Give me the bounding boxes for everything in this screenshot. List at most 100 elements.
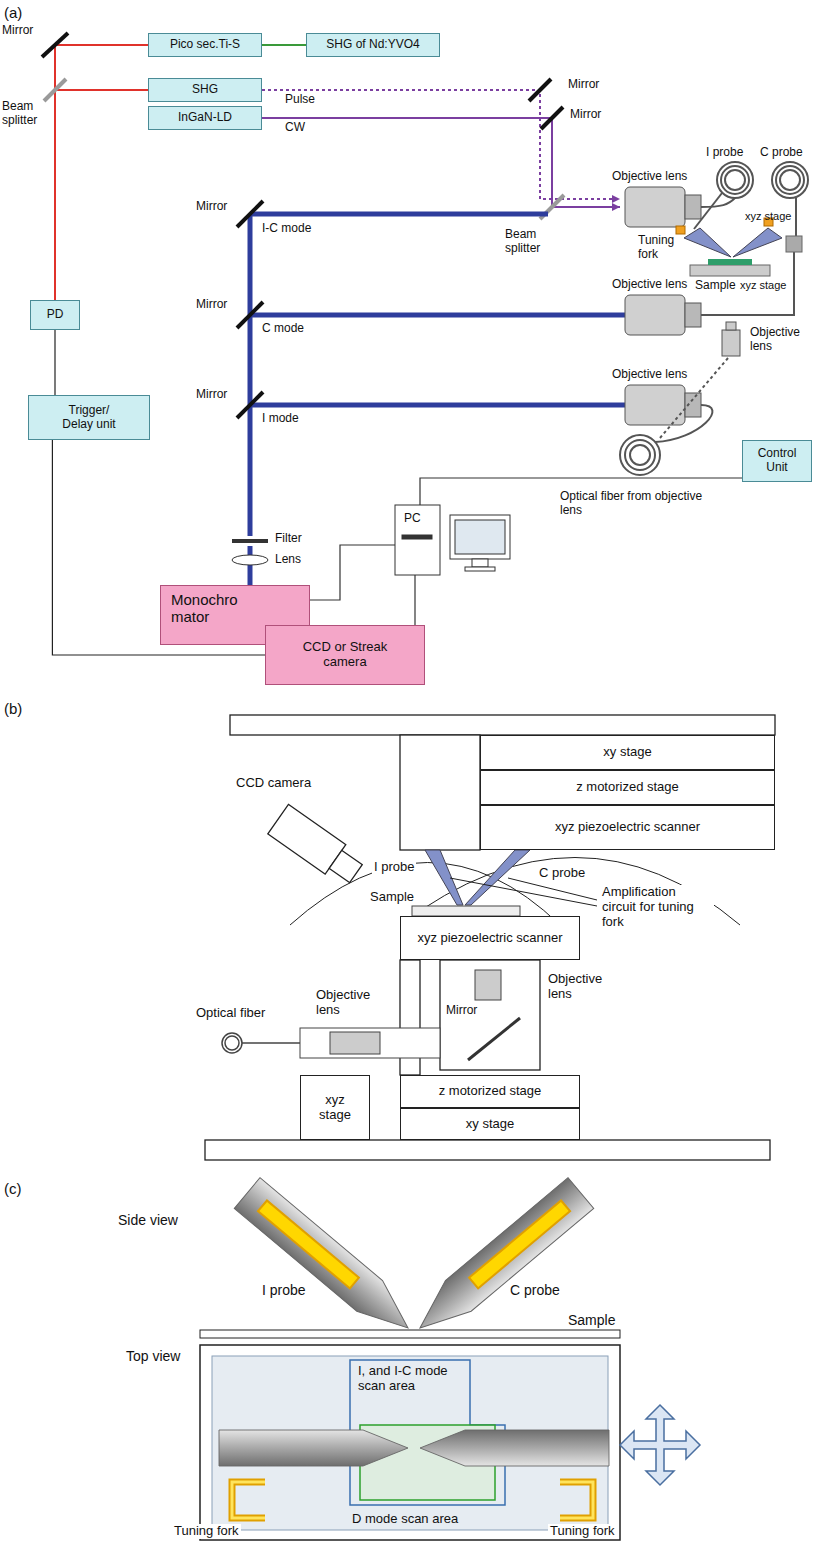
- probe-top-view: [420, 1430, 609, 1466]
- red-beam: [55, 45, 148, 300]
- green-beam: [262, 44, 306, 46]
- panel-letter: (b): [4, 700, 22, 717]
- box-text: xyz piezoelectric scanner: [417, 931, 562, 946]
- mirror-symbol: [237, 201, 263, 418]
- computer-icon: [472, 559, 488, 567]
- part-label: Sample: [695, 279, 736, 293]
- part-label: I probe: [262, 1282, 306, 1298]
- beam-splitter-symbol: [44, 79, 66, 101]
- signal-beam: [248, 214, 253, 536]
- tuning-fork-symbol: [232, 1482, 265, 1518]
- probe-top-view: [219, 1430, 408, 1466]
- red-beam: [55, 89, 148, 91]
- microscope-frame: [230, 715, 775, 735]
- objective-lens: [300, 970, 501, 1058]
- box-text: xy stage: [603, 745, 651, 760]
- objective-lens: [300, 1028, 440, 1058]
- mirror-symbol: [237, 392, 263, 418]
- panel-letter: (c): [4, 1180, 22, 1197]
- part-label: Mirror: [2, 24, 33, 38]
- top-view-frame: [200, 1345, 620, 1540]
- probe-top-view: [219, 1430, 408, 1466]
- part-label: Amplification circuit for tuning fork: [600, 885, 714, 930]
- mirror-symbol: [529, 79, 551, 101]
- stage-box: xy stage: [480, 735, 775, 770]
- part-label: Objective lens: [612, 170, 687, 184]
- part-label: D mode scan area: [352, 1512, 458, 1527]
- box-text: SHG of Nd:YVO4: [326, 38, 419, 52]
- part-label: Mirror: [196, 200, 227, 214]
- box-text: SHG: [192, 83, 218, 97]
- part-label: Tuning fork: [172, 1524, 241, 1539]
- pulse-beam: [262, 118, 620, 207]
- optical-fiber: [625, 440, 655, 470]
- lens-symbol: [232, 555, 268, 565]
- computer-icon: [450, 515, 510, 559]
- mirror-symbol: [468, 1018, 520, 1060]
- computer-icon: [455, 520, 505, 554]
- signal-beam: [250, 313, 625, 318]
- probe-side-view: [234, 1178, 421, 1344]
- objective-lens: [726, 322, 736, 330]
- part-label: Objective lens: [612, 368, 687, 382]
- part-label: Objective lens: [750, 326, 812, 354]
- part-label: Pulse: [285, 93, 315, 107]
- optical-fiber: [795, 198, 797, 236]
- optical-fiber: [780, 170, 800, 190]
- tuning-fork-symbol: [232, 1482, 265, 1518]
- objective-lens: [685, 195, 701, 219]
- sample-symbol: [708, 259, 752, 265]
- part-label: Mirror: [446, 1004, 477, 1018]
- stage-box: xy stage: [400, 1108, 580, 1140]
- probe-side-view: [407, 1178, 594, 1344]
- probe-side-view: [258, 1201, 359, 1289]
- objective-lens: [475, 970, 501, 1000]
- leader-line: [508, 878, 597, 900]
- objective-lens: [625, 187, 701, 425]
- mirror-symbol: [237, 302, 263, 328]
- probe-symbol: [465, 850, 530, 905]
- computer-icon: [402, 535, 432, 539]
- mirror-symbol: [42, 33, 68, 57]
- probe-symbol: [425, 850, 463, 905]
- box-text: Control Unit: [747, 447, 807, 475]
- part-label: C probe: [537, 866, 587, 881]
- red-beam: [54, 45, 56, 300]
- computer-icon: [395, 505, 440, 575]
- scanner-box: xyz piezoelectric scanner: [400, 916, 580, 960]
- signal-beam: [250, 214, 625, 585]
- box-text: xyz stage: [310, 1093, 360, 1123]
- tuning-fork-symbol: [560, 1482, 593, 1518]
- objective-lens: [625, 187, 685, 227]
- part-label: Objective lens: [548, 972, 610, 1002]
- trigger-box: Trigger/ Delay unit: [28, 395, 150, 440]
- part-label: Optical fiber from objective lens: [560, 490, 710, 518]
- signal-wire: [310, 478, 742, 625]
- part-label: I probe: [372, 860, 416, 875]
- part-label: Sample: [368, 890, 416, 905]
- microscope-frame: [205, 1140, 770, 1160]
- optical-fiber: [222, 1033, 300, 1053]
- objective-lens: [722, 330, 740, 356]
- optical-fiber: [721, 166, 749, 194]
- part-label: Top view: [126, 1348, 180, 1364]
- computer-icon: [465, 567, 495, 571]
- leader-line: [450, 878, 597, 906]
- box-text: xy stage: [466, 1117, 514, 1132]
- scanner-box: xyz piezoelectric scanner: [480, 805, 775, 850]
- part-label: Objective lens: [316, 988, 378, 1018]
- leader-line: [450, 878, 597, 906]
- red-beam: [55, 44, 148, 46]
- sample-plate: [200, 1330, 620, 1338]
- signal-wire: [54, 330, 55, 395]
- box-text: Trigger/ Delay unit: [54, 404, 124, 432]
- part-label: Mirror: [570, 108, 601, 122]
- part-label: Side view: [118, 1212, 178, 1228]
- probe-symbol: [684, 228, 731, 257]
- part-label: C probe: [510, 1282, 560, 1298]
- xy-arrow-symbol: [620, 1405, 700, 1485]
- optical-fiber: [620, 435, 660, 475]
- box-text: z motorized stage: [439, 1084, 542, 1099]
- camera-box: CCD or Streak camera: [265, 625, 425, 685]
- probe-side-view: [469, 1201, 570, 1289]
